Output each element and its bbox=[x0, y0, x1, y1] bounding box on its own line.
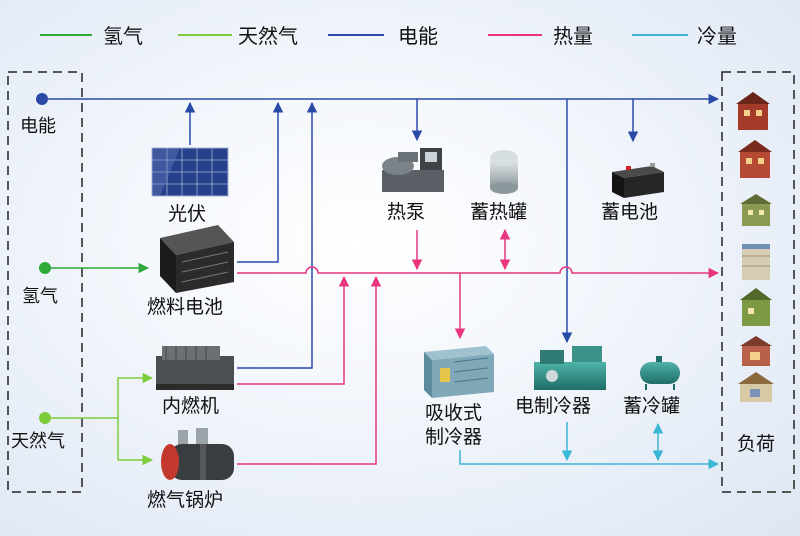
engine-label: 内燃机 bbox=[162, 395, 219, 417]
heat-tank-label: 蓄热罐 bbox=[470, 201, 527, 223]
battery-label: 蓄电池 bbox=[601, 201, 658, 223]
building-icon bbox=[738, 140, 772, 178]
boiler-label: 燃气锅炉 bbox=[147, 489, 223, 511]
pv-label: 光伏 bbox=[168, 203, 206, 225]
building-icon bbox=[736, 92, 770, 130]
building-icon bbox=[738, 372, 774, 402]
legend-electricity-label: 电能 bbox=[398, 24, 438, 48]
heat-tank-icon bbox=[490, 150, 518, 194]
pv-panel-icon bbox=[151, 147, 229, 197]
cooling-network bbox=[459, 422, 720, 470]
fuel-cell-label: 燃料电池 bbox=[147, 296, 223, 318]
legend-natural-gas-label: 天然气 bbox=[238, 24, 298, 48]
source-box bbox=[7, 71, 83, 493]
cold-tank-icon bbox=[640, 356, 680, 390]
electric-chiller-label: 电制冷器 bbox=[515, 395, 591, 417]
load-buildings bbox=[736, 92, 774, 402]
natural-gas-feed-lines bbox=[51, 372, 154, 466]
load-label: 负荷 bbox=[737, 433, 775, 455]
natural-gas-source-label: 天然气 bbox=[11, 431, 65, 452]
absorption-chiller-icon bbox=[424, 346, 494, 398]
legend: 氢气 天然气 电能 热量 冷量 bbox=[40, 24, 737, 48]
legend-heat-label: 热量 bbox=[553, 24, 593, 48]
legend-hydrogen-label: 氢气 bbox=[103, 24, 143, 48]
hydrogen-source-label: 氢气 bbox=[22, 286, 58, 307]
cold-tank-label: 蓄冷罐 bbox=[623, 395, 680, 417]
boiler-icon bbox=[161, 428, 234, 480]
electricity-source-label: 电能 bbox=[20, 116, 56, 137]
building-icon bbox=[740, 336, 772, 366]
electricity-source-dot bbox=[36, 93, 48, 105]
fuel-cell-icon bbox=[160, 225, 234, 293]
building-icon bbox=[740, 194, 772, 226]
absorption-chiller-label-line2: 制冷器 bbox=[425, 426, 482, 448]
absorption-chiller-label-line1: 吸收式 bbox=[425, 402, 482, 424]
heat-pump-icon bbox=[382, 148, 444, 192]
battery-icon bbox=[612, 163, 664, 198]
building-icon bbox=[740, 288, 772, 326]
natural-gas-source-dot bbox=[39, 412, 51, 424]
load-box bbox=[721, 71, 795, 493]
electric-chiller-icon bbox=[534, 346, 606, 390]
building-icon bbox=[742, 244, 770, 280]
heat-network bbox=[237, 228, 720, 465]
engine-icon bbox=[156, 346, 234, 390]
hydrogen-source-dot bbox=[39, 262, 51, 274]
legend-cooling-label: 冷量 bbox=[697, 24, 737, 48]
electricity-network bbox=[48, 93, 720, 369]
heat-pump-label: 热泵 bbox=[387, 201, 425, 223]
